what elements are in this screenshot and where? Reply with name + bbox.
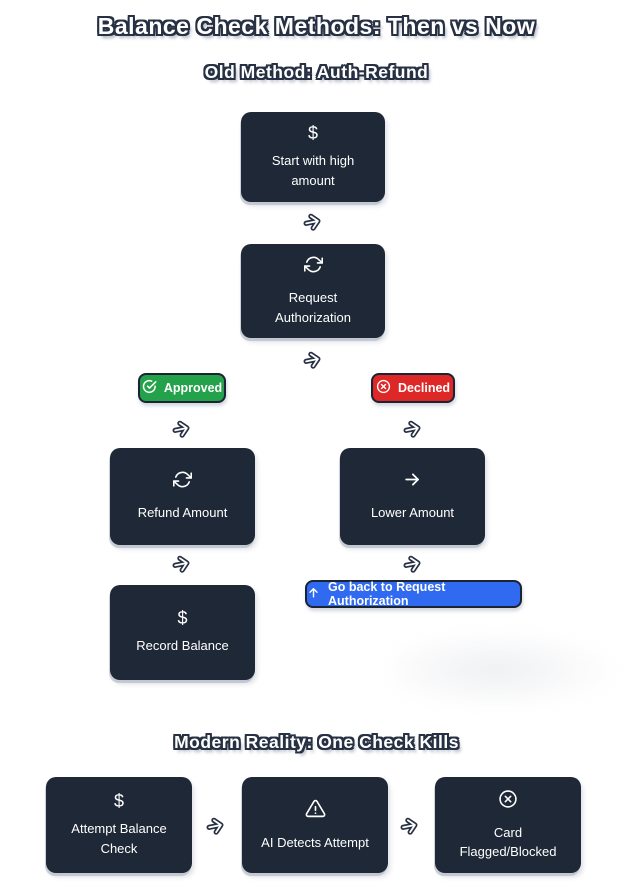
flow-arrow-icon <box>299 208 327 236</box>
node-ai-detects-attempt: AI Detects Attempt <box>242 777 388 873</box>
flow-arrow-icon <box>168 415 196 443</box>
section-title-old-method: Old Method: Auth-Refund <box>204 62 429 82</box>
flow-arrow-icon <box>399 550 427 578</box>
refresh-icon <box>303 255 323 279</box>
page-title: Balance Check Methods: Then vs Now <box>97 13 536 39</box>
node-lower-amount: Lower Amount <box>340 448 485 545</box>
flow-arrow-icon <box>202 812 230 840</box>
node-label: Start with high amount <box>271 153 355 188</box>
flow-arrow-icon <box>168 550 196 578</box>
badge-label: Go back to Request Authorization <box>328 580 446 608</box>
x-circle-icon <box>498 789 518 814</box>
section-title-modern-reality: Modern Reality: One Check Kills <box>174 732 459 752</box>
declined-button[interactable]: Declined <box>371 373 455 403</box>
node-attempt-balance-check: $ Attempt Balance Check <box>46 777 192 873</box>
node-label: Refund Amount <box>137 505 228 521</box>
flow-arrow-icon <box>399 415 427 443</box>
node-label: Attempt Balance Check <box>71 821 167 856</box>
flow-arrow-icon <box>299 346 327 374</box>
arrow-right-icon <box>403 470 422 494</box>
badge-label: Approved <box>163 381 223 395</box>
node-refund-amount: Refund Amount <box>110 448 255 545</box>
node-label: Card Flagged/Blocked <box>459 824 557 860</box>
node-start-high-amount: $ Start with high amount <box>241 112 385 202</box>
refresh-icon <box>173 470 192 494</box>
node-request-authorization: Request Authorization <box>241 244 385 338</box>
node-label: Record Balance <box>136 638 229 654</box>
node-record-balance: $ Record Balance <box>110 585 255 680</box>
dollar-icon: $ <box>177 608 188 629</box>
dollar-icon: $ <box>113 791 124 811</box>
node-label: Lower Amount <box>370 505 455 521</box>
check-circle-icon <box>142 379 157 397</box>
dollar-icon: $ <box>307 123 318 143</box>
node-label: AI Detects Attempt <box>261 834 369 850</box>
go-back-button[interactable]: Go back to Request Authorization <box>305 580 522 608</box>
warning-triangle-icon <box>305 798 326 824</box>
badge-label: Declined <box>397 381 451 395</box>
flow-arrow-icon <box>396 812 424 840</box>
node-card-flagged-blocked: Card Flagged/Blocked <box>435 777 581 873</box>
node-label: Request Authorization <box>275 290 351 325</box>
x-circle-icon <box>376 379 391 397</box>
faint-watermark <box>392 628 624 712</box>
approved-button[interactable]: Approved <box>138 373 226 403</box>
arrow-up-icon <box>307 586 320 602</box>
